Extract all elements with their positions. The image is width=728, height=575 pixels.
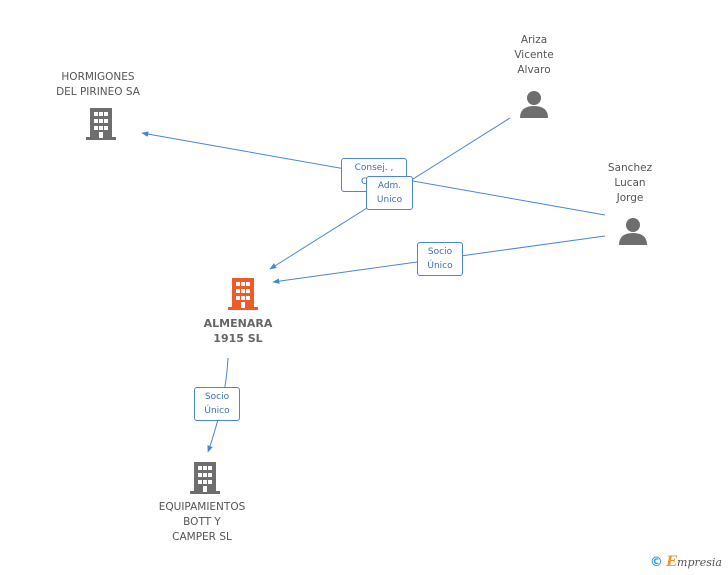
brand-name: mpresia — [677, 556, 722, 569]
node-label-sanchez[interactable]: Sanchez Lucan Jorge — [607, 162, 653, 204]
node-label-hormigones[interactable]: HORMIGONES DEL PIRINEO SA — [56, 71, 140, 98]
brand-e: E — [666, 554, 678, 570]
building-icon-main — [228, 278, 258, 310]
building-icon — [86, 108, 116, 140]
brand-logo: © Empresia — [650, 554, 722, 570]
node-label-equipamientos[interactable]: EQUIPAMIENTOS BOTT Y CAMPER SL — [158, 501, 246, 543]
node-label-almenara[interactable]: ALMENARA 1915 SL — [203, 317, 273, 345]
building-icon — [190, 462, 220, 494]
copyright-icon: © — [649, 555, 663, 570]
person-icon — [619, 218, 647, 245]
person-icon — [520, 91, 548, 118]
node-label-ariza[interactable]: Ariza Vicente Alvaro — [514, 34, 554, 76]
relation-label-adm[interactable]: Adm. Unico — [366, 176, 413, 210]
relation-label-socio-sanchez[interactable]: Socio Único — [417, 242, 463, 276]
relation-label-socio-almenara[interactable]: Socio Único — [194, 387, 240, 421]
